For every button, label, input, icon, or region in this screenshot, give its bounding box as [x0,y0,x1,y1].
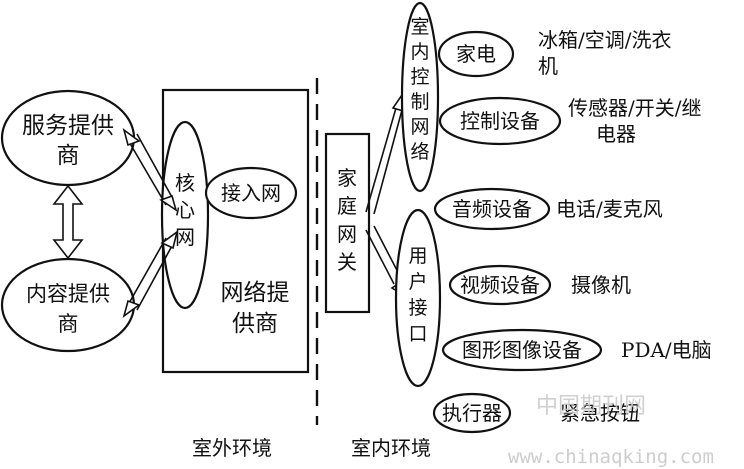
appliance-ellipse [437,30,515,78]
video-device-label: 视频设备 [460,273,540,297]
actuator-ellipse [432,392,512,434]
user-interface-label-3: 接 [408,297,427,319]
service-provider-label-2: 商 [57,143,80,169]
control-device-ellipse [438,96,562,146]
content-provider-node: 内容提供 商 [0,257,136,353]
appliance-node: 家电 冰箱/空调/洗衣 机 [437,28,671,78]
watermark-cn: 中国期刊网 [536,394,646,419]
home-gateway-label-1: 家 [337,166,357,190]
control-network-label-6: 络 [410,141,429,163]
video-device-ellipse [448,264,552,306]
core-network-ellipse [160,120,210,310]
outdoor-environment-label: 室外环境 [192,436,272,460]
home-gateway-label-2: 庭 [337,194,357,218]
control-device-node: 控制设备 传感器/开关/继 电器 [438,96,701,146]
audio-device-node: 音频设备 电话/麦克风 [433,187,663,231]
video-device-node: 视频设备 摄像机 [448,264,631,306]
control-device-examples-1: 传感器/开关/继 [568,96,701,120]
actuator-label: 执行器 [442,401,502,425]
indoor-environment-label: 室内环境 [351,436,431,460]
control-network-label-2: 内 [410,41,429,63]
graphics-device-node: 图形图像设备 PDA/电脑 [441,328,712,372]
appliance-examples-2: 机 [538,54,558,78]
audio-device-ellipse [433,187,551,231]
control-device-label: 控制设备 [460,109,540,133]
graphics-device-label: 图形图像设备 [462,338,582,362]
access-network-ellipse [204,166,298,220]
network-provider-label-1: 网络提 [221,280,290,306]
service-provider-label-1: 服务提供 [22,113,114,139]
user-interface-label-1: 用 [408,245,427,267]
access-network-label: 接入网 [221,181,281,205]
core-network-label-3: 网 [175,225,195,249]
watermark-url: www.chinaqking.com [508,446,714,468]
control-network-label-4: 制 [410,91,429,113]
network-provider-label-2: 供商 [232,311,278,337]
service-core-arrow [122,128,178,212]
content-provider-label-1: 内容提供 [26,282,110,306]
control-network-label-1: 室 [410,16,429,38]
appliance-examples-1: 冰箱/空调/洗衣 [538,28,671,52]
home-gateway-label-3: 网 [337,222,357,246]
service-provider-node: 服务提供 商 [0,89,136,187]
user-interface-label-2: 户 [408,271,427,293]
actuator-node: 执行器 紧急按钮 [432,392,640,434]
home-gateway-box [324,132,371,314]
audio-device-examples: 电话/麦克风 [556,197,663,221]
control-device-examples-2: 电器 [596,122,636,146]
gateway-control-arrow [365,89,408,215]
graphics-device-examples: PDA/电脑 [621,338,712,362]
home-gateway-label-4: 关 [337,250,357,274]
user-interface-ellipse [394,208,442,388]
core-network-label-1: 核 [175,171,195,195]
video-device-examples: 摄像机 [571,273,631,297]
indoor-control-network-ellipse [400,1,440,193]
audio-device-label: 音频设备 [452,197,532,221]
core-network-label-2: 心 [175,198,195,222]
provider-bidirectional-arrow [52,184,84,260]
appliance-label: 家电 [456,42,496,66]
user-interface-label-4: 口 [408,323,427,345]
content-provider-label-2: 商 [58,312,79,336]
actuator-examples: 紧急按钮 [560,401,640,425]
graphics-device-ellipse [441,328,603,372]
control-network-label-5: 网 [410,116,429,138]
control-network-label-3: 控 [410,66,429,88]
content-core-arrow [122,230,179,318]
